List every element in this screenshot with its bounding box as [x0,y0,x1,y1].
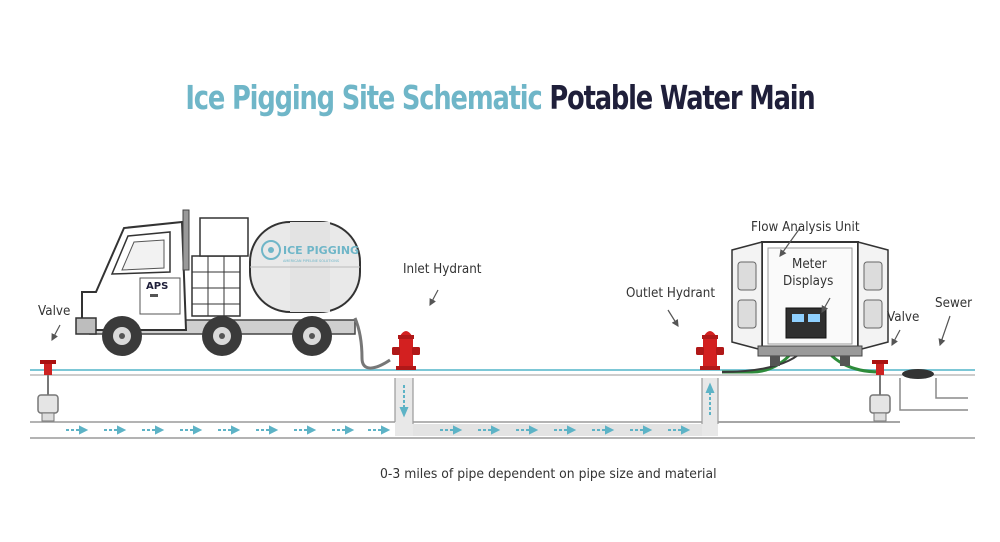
callout-arrow-sewer [938,315,951,347]
sewer-icon [899,369,968,411]
flow-arrow [668,425,691,435]
label-flow-analysis-unit: Flow Analysis Unit [751,220,860,235]
truck-wheel-icon [102,316,142,356]
flow-arrow [256,425,279,435]
label-inlet-hydrant: Inlet Hydrant [403,262,482,277]
diagram-title: Ice Pigging Site Schematic Potable Water… [110,78,890,117]
truck-wheel-icon [292,316,332,356]
flow-arrow-down [399,385,409,418]
title-part-potable-water: Potable Water Main [549,78,815,117]
callout-arrows [51,227,951,347]
callout-arrow-valve-right [891,329,901,347]
flow-arrow [478,425,501,435]
flow-arrow [592,425,615,435]
flow-arrow [180,425,203,435]
title-part-ice-pigging: Ice Pigging Site Schematic [185,78,542,117]
flow-arrow [516,425,539,435]
tank-tagline-text: AMERICAN PIPELINE SOLUTIONS [283,259,340,263]
inlet-hose [353,317,391,370]
flow-arrow [630,425,653,435]
truck-wheel-icon [202,316,242,356]
flow-arrow [294,425,317,435]
ice-pigging-truck: ICE PIGGING AMERICAN PIPELINE SOLUTIONS … [75,209,361,356]
flow-arrow [142,425,165,435]
flow-analysis-unit-icon [731,241,889,366]
flow-arrow [368,425,391,435]
flow-arrows [66,382,715,435]
flow-arrow [104,425,127,435]
label-outlet-hydrant: Outlet Hydrant [626,286,716,301]
valve-left-icon [37,360,59,422]
valve-right-icon [869,360,891,422]
tank-logo-text: ICE PIGGING [283,244,359,257]
label-sewer: Sewer [935,296,973,311]
label-valve-left: Valve [38,304,71,319]
outlet-hydrant-icon [696,331,724,370]
ground-line [30,369,975,376]
water-main-pipe [30,378,975,439]
flow-arrow [332,425,355,435]
callout-arrow-flow-unit [779,227,801,257]
flow-arrow [66,425,89,435]
inlet-hydrant-icon [392,331,420,370]
label-valve-right: Valve [887,310,920,325]
flow-arrow [440,425,463,435]
door-logo-text: APS [146,281,168,292]
callout-arrow-valve-left [51,324,61,342]
callout-arrow-outlet-hydrant [667,309,679,328]
flow-arrow [554,425,577,435]
label-displays: Displays [783,274,834,289]
callout-arrow-inlet-hydrant [429,289,439,307]
callout-arrow-meter [821,297,831,314]
label-pipe-note: 0-3 miles of pipe dependent on pipe size… [380,466,717,482]
label-meter: Meter [792,257,827,272]
flow-arrow [218,425,241,435]
ice-pigging-logo-icon [261,240,281,260]
flow-arrow-up [705,382,715,415]
